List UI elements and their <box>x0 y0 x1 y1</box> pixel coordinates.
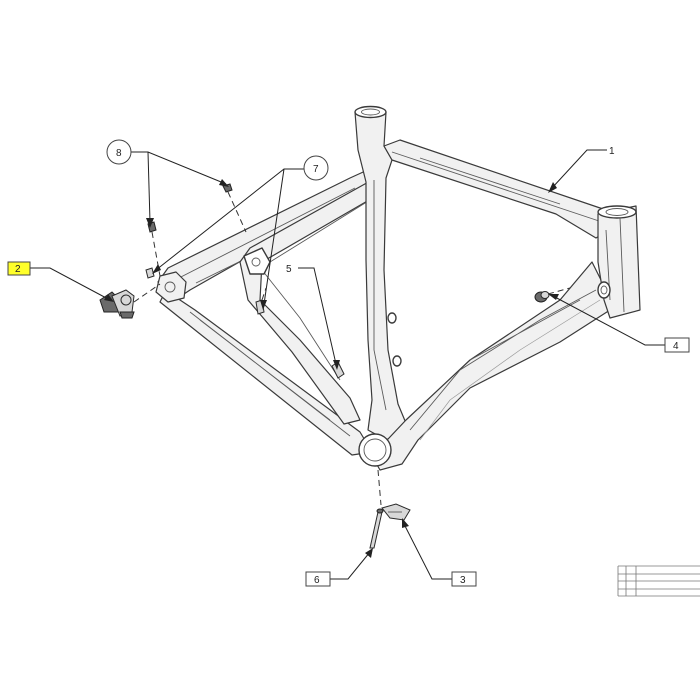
cable-port-inner <box>600 285 608 295</box>
callout-3: 3 <box>451 571 477 587</box>
derailleur-hanger-part <box>99 289 135 319</box>
dropout-hole <box>164 281 176 293</box>
bb-cable-guide-part <box>381 503 411 521</box>
callout-6: 6 <box>305 571 331 587</box>
cable-stop-part <box>369 508 384 549</box>
leader-lines <box>30 149 665 580</box>
callout-2-box <box>7 261 31 276</box>
top-tube-edge <box>391 151 603 223</box>
callout-3-label: 3 <box>460 575 466 586</box>
callout-4-box <box>664 337 690 353</box>
callout-4: 4 <box>664 337 690 353</box>
screw-part <box>147 183 233 233</box>
seat-tube-edge <box>373 180 387 411</box>
callout-7: 7 <box>303 155 329 181</box>
top-tube <box>383 139 613 239</box>
cable-port <box>597 281 611 299</box>
callout-5: 5 <box>286 264 292 275</box>
callout-1: 1 <box>609 146 615 157</box>
brake-mount-hole <box>251 257 261 267</box>
callout-2-label: 2 <box>15 264 21 275</box>
callout-2: 2 <box>7 261 31 276</box>
head-tube <box>597 205 641 319</box>
bottom-bracket-bore <box>363 438 387 462</box>
bottle-boss-lower <box>392 355 402 367</box>
callout-7-label: 7 <box>313 164 319 175</box>
callout-7-balloon <box>303 155 329 181</box>
assembly-lines <box>133 191 571 506</box>
callout-8-label: 8 <box>116 148 122 159</box>
seat-tube-top <box>354 105 387 119</box>
head-tube-bore <box>605 208 629 216</box>
callout-8-balloon <box>106 139 132 165</box>
rear-dropout <box>155 271 187 303</box>
title-block-fragment <box>617 565 700 597</box>
callout-8: 8 <box>106 139 132 165</box>
callout-3-box <box>451 571 477 587</box>
down-tube <box>371 261 611 471</box>
callout-4-label: 4 <box>673 341 679 352</box>
seat-tube-bore <box>361 108 380 116</box>
callout-1-label: 1 <box>609 146 615 157</box>
down-tube-shade <box>419 299 601 441</box>
brake-mount <box>243 247 271 275</box>
bottle-boss-upper <box>387 312 397 324</box>
head-tube-top <box>597 205 637 219</box>
callout-5-label: 5 <box>286 264 292 275</box>
cable-grommet-part <box>534 291 550 303</box>
chain-stay-edge <box>189 311 351 437</box>
inner-stay-edge <box>261 199 371 381</box>
callout-6-label: 6 <box>314 575 320 586</box>
callout-6-box <box>305 571 331 587</box>
down-tube-edge <box>409 289 597 431</box>
bicycle-frame <box>155 105 641 471</box>
